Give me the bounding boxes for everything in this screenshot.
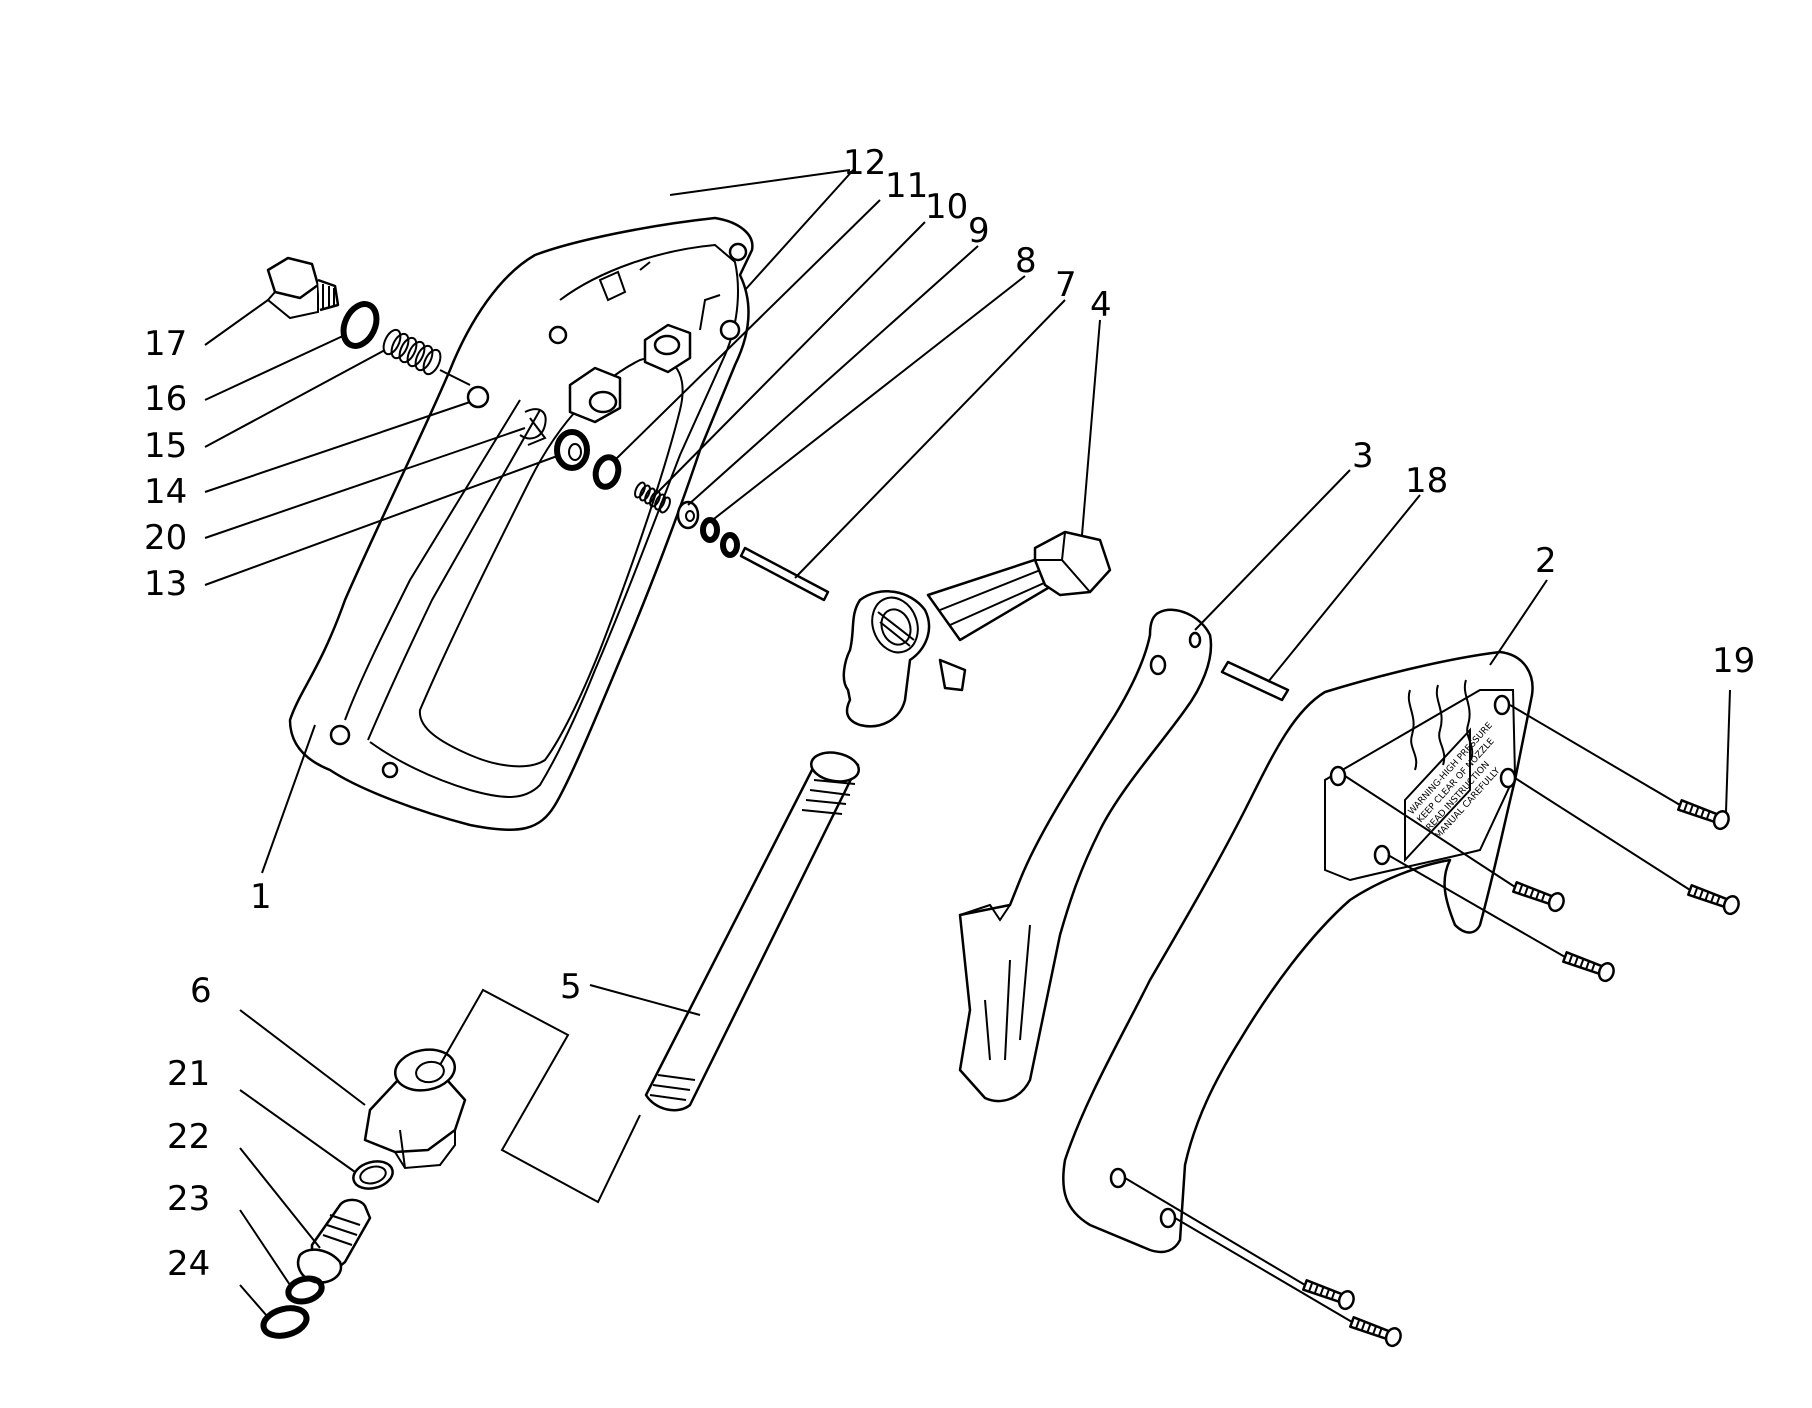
part-4-valve-body [842,530,1112,728]
callout-7: 7 [1055,265,1077,305]
callout-19: 19 [1712,641,1755,681]
part-21-washer [352,1160,394,1190]
part-16-o-ring [340,301,380,349]
callout-12: 12 [843,143,886,183]
part-24-o-ring [260,1305,310,1339]
part-10-spring [634,481,671,514]
callout-10: 10 [925,187,968,227]
part-5-tube [644,751,861,1112]
part-18-pin [1220,660,1290,702]
callout-5: 5 [560,967,582,1007]
part-13-seal [554,429,590,471]
callout-14: 14 [144,472,187,512]
part-11-o-ring [592,454,622,490]
callout-6: 6 [190,971,212,1011]
callout-1: 1 [250,877,272,917]
callout-16: 16 [144,379,187,419]
callout-18: 18 [1405,461,1448,501]
part-9-valve [676,500,700,530]
part-8-washer [700,517,720,543]
part-19-screws [1302,799,1740,1348]
callout-2: 2 [1535,541,1557,581]
part-3-trigger [958,608,1213,1103]
part-22-fitting [296,1198,372,1284]
part-7-pin [739,546,830,602]
part-15-spring [382,328,442,376]
callout-3: 3 [1352,436,1374,476]
callout-21: 21 [167,1054,210,1094]
part-1-gun-housing [288,216,754,831]
callout-9: 9 [968,211,990,251]
callout-4: 4 [1090,285,1112,325]
callout-20: 20 [144,518,187,558]
part-14-ball [466,385,490,409]
part-20-clip [519,408,547,446]
callout-23: 23 [167,1179,210,1219]
part-8-washer-2 [720,532,740,558]
callout-labels: 17 16 15 14 20 13 1 12 11 10 9 8 7 4 3 1… [144,143,1755,1284]
callout-8: 8 [1015,241,1037,281]
leader-lines [204,167,1731,1317]
callout-11: 11 [885,166,928,206]
part-23-o-ring [285,1275,325,1305]
part-17-plug [266,256,340,320]
assembly-lines [439,704,1691,1323]
callout-22: 22 [167,1117,210,1157]
callout-24: 24 [167,1244,210,1284]
callout-15: 15 [144,426,187,466]
callout-17: 17 [144,324,187,364]
callout-13: 13 [144,564,187,604]
part-6-hex-nut [363,1048,467,1170]
